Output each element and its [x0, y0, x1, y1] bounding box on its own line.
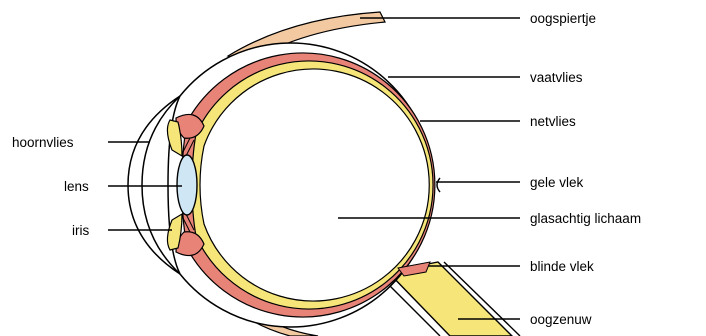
- label-oogspiertje: oogspiertje: [530, 11, 596, 26]
- label-netvlies: netvlies: [530, 114, 576, 129]
- vitreous-body: [200, 69, 429, 301]
- label-blinde-vlek: blinde vlek: [530, 259, 594, 274]
- fovea: [437, 178, 440, 192]
- label-iris: iris: [72, 223, 89, 238]
- label-hoornvlies: hoornvlies: [12, 135, 74, 150]
- label-glasachtig-lichaam: glasachtig lichaam: [530, 211, 641, 226]
- label-oogzenuw: oogzenuw: [530, 312, 592, 327]
- lens: [177, 155, 197, 215]
- label-lens: lens: [64, 179, 89, 194]
- label-vaatvlies: vaatvlies: [530, 70, 583, 85]
- label-gele-vlek: gele vlek: [530, 175, 584, 190]
